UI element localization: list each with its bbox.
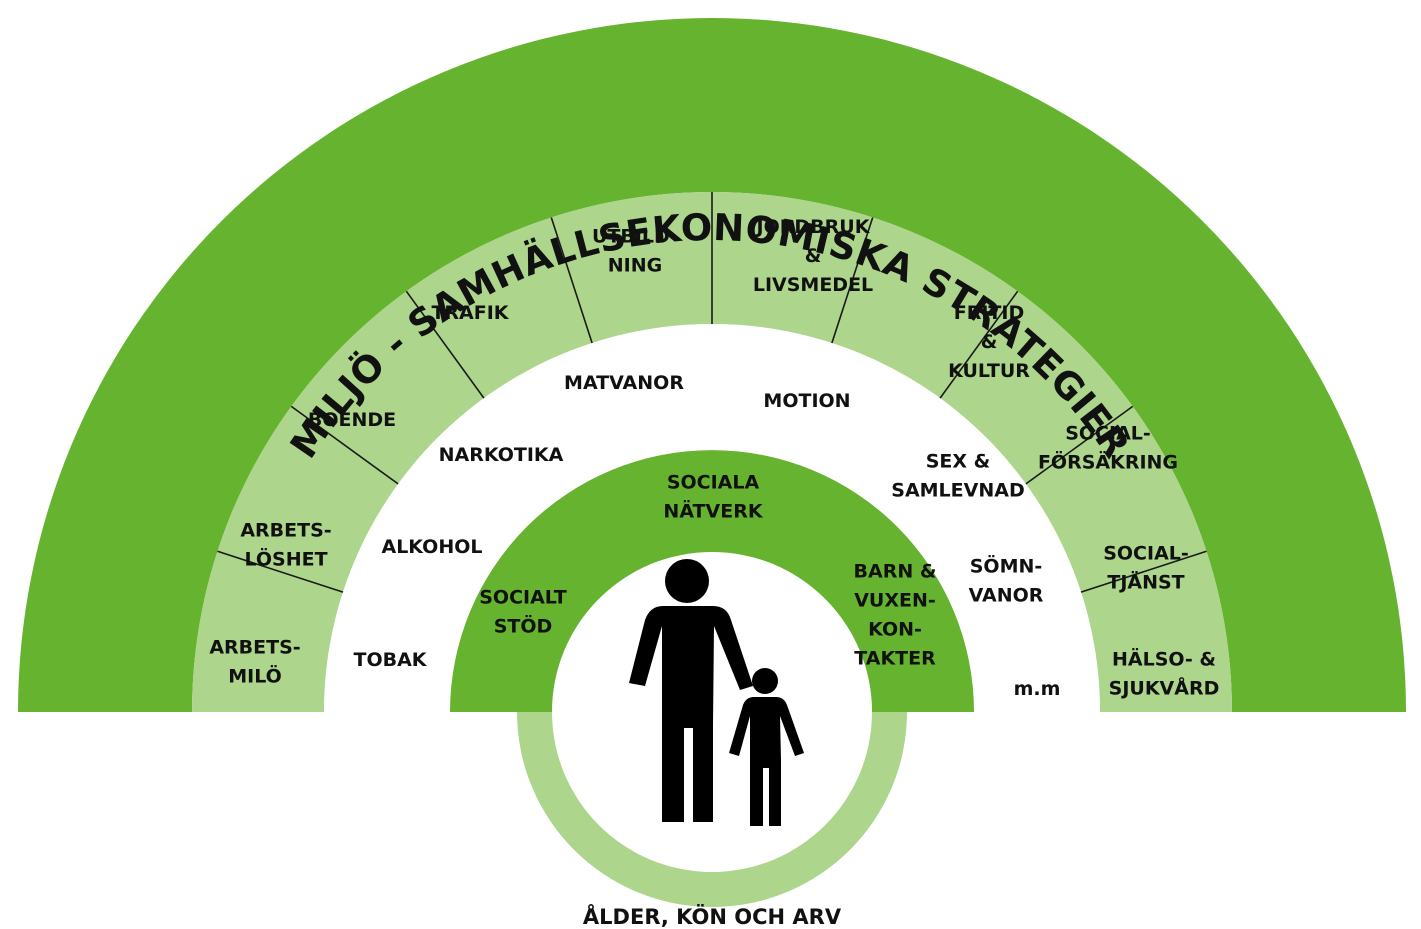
social-factor-label: SOCIALA NÄTVERK: [663, 472, 763, 523]
social-factor-label-line: BARN &: [854, 561, 937, 583]
lifestyle-factor-label: NARKOTIKA: [439, 444, 564, 466]
lifestyle-factor-label-line: SÖMN-: [970, 554, 1043, 578]
sector-divider: [290, 405, 399, 485]
sector-divider: [1025, 405, 1134, 485]
outer-strategy-band: [18, 18, 1406, 712]
environment-sector-label-line: JORDBRUK: [755, 216, 871, 238]
lifestyle-factor-label-line: TOBAK: [353, 649, 427, 671]
environment-sector-label-line: NING: [608, 255, 662, 277]
environment-sector-label: TRAFIK: [431, 302, 509, 324]
environment-sector-label-line: KULTUR: [948, 360, 1030, 382]
lifestyle-factor-label: SEX & SAMLEVNAD: [891, 451, 1024, 502]
environment-sector-label: JORDBRUK & LIVSMEDEL: [753, 216, 873, 296]
environment-sector-label: ARBETS- MILÖ: [209, 637, 300, 688]
lifestyle-factor-label-line: ALKOHOL: [382, 536, 483, 558]
environment-sector-label-line: TRAFIK: [431, 302, 509, 324]
environment-sector-band: [192, 192, 1232, 712]
environment-sector-label-line: MILÖ: [228, 664, 282, 688]
environment-sector-label-line: TJÄNST: [1107, 570, 1184, 594]
environment-sector-label: HÄLSO- & SJUKVÅRD: [1109, 647, 1220, 700]
environment-sector-label-line: ARBETS-: [240, 520, 331, 542]
environment-sector-label: ARBETS- LÖSHET: [240, 520, 331, 571]
environment-sector-label: SOCIAL- TJÄNST: [1103, 543, 1189, 594]
environment-sector-label-line: &: [805, 245, 822, 267]
social-factor-labels: SOCIALT STÖD SOCIALA NÄTVERK BARN & VUXEN- KON…: [479, 472, 936, 670]
environment-sector-label: BOENDE: [308, 409, 396, 431]
lifestyle-factor-label-line: SEX &: [926, 451, 991, 473]
lifestyle-factor-label-line: SAMLEVNAD: [891, 480, 1024, 502]
sector-divider: [405, 290, 485, 399]
environment-sector-label-line: SJUKVÅRD: [1109, 676, 1220, 700]
social-factor-label-line: KON-: [868, 619, 922, 641]
lifestyle-factor-label-line: m.m: [1014, 678, 1061, 700]
environment-sector-label-line: LÖSHET: [244, 547, 327, 571]
social-network-band: [450, 450, 974, 712]
sector-divider: [831, 217, 874, 344]
environment-sector-label-line: SOCIAL-: [1103, 543, 1189, 565]
lifestyle-factor-labels: TOBAK ALKOHOL NARKOTIKA MATVANOR MOTION SEX &…: [353, 372, 1060, 700]
sector-divider: [550, 217, 593, 344]
environment-sector-labels: ARBETS- MILÖ ARBETS- LÖSHET BOENDE TRAFIK UTBI…: [209, 216, 1219, 700]
lifestyle-factor-label-line: NARKOTIKA: [439, 444, 564, 466]
lifestyle-band: [324, 324, 1100, 712]
environment-sector-label-line: LIVSMEDEL: [753, 274, 873, 296]
environment-sector-label: FRITID & KULTUR: [948, 302, 1030, 382]
environment-sector-label-line: &: [981, 331, 998, 353]
social-factor-label: SOCIALT STÖD: [479, 587, 567, 638]
social-factor-label-line: SOCIALA: [667, 472, 760, 494]
lifestyle-factor-label-line: MATVANOR: [564, 372, 684, 394]
lifestyle-factor-label: m.m: [1014, 678, 1061, 700]
social-factor-label-line: SOCIALT: [479, 587, 567, 609]
lifestyle-factor-label: TOBAK: [353, 649, 427, 671]
child-head: [752, 668, 778, 694]
social-factor-label: BARN & VUXEN- KON- TAKTER: [854, 561, 937, 670]
adult-head: [665, 559, 709, 603]
lifestyle-factor-label-line: MOTION: [763, 390, 850, 412]
environment-sector-label-line: UTBILD-: [592, 226, 678, 248]
adult-body: [629, 606, 753, 822]
environment-sector-label-line: SOCIAL-: [1065, 423, 1151, 445]
lifestyle-factor-label-line: VANOR: [969, 585, 1044, 607]
environment-sector-label-line: FRITID: [954, 302, 1024, 324]
social-factor-label-line: TAKTER: [854, 648, 936, 670]
sector-dividers: [217, 192, 1207, 593]
lifestyle-factor-label: SÖMN- VANOR: [969, 554, 1044, 607]
environment-sector-label: SOCIAL- FÖRSÄKRING: [1038, 423, 1178, 474]
lifestyle-factor-label: ALKOHOL: [382, 536, 483, 558]
child-body: [729, 697, 804, 826]
sector-divider: [217, 550, 344, 593]
lifestyle-factor-label: MOTION: [763, 390, 850, 412]
environment-sector-label-line: BOENDE: [308, 409, 396, 431]
environment-sector-label-line: FÖRSÄKRING: [1038, 450, 1178, 474]
sector-divider: [939, 290, 1019, 399]
environment-sector-label-line: ARBETS-: [209, 637, 300, 659]
parent-and-child-icon: [629, 559, 804, 826]
social-factor-label-line: VUXEN-: [854, 590, 936, 612]
environment-sector-label: UTBILD- NING: [592, 226, 678, 277]
lifestyle-factor-label: MATVANOR: [564, 372, 684, 394]
core-label: ÅLDER, KÖN OCH ARV: [583, 904, 842, 929]
social-factor-label-line: STÖD: [494, 614, 553, 638]
sector-divider: [1080, 550, 1207, 593]
environment-sector-label-line: HÄLSO- &: [1112, 647, 1216, 671]
social-factor-label-line: NÄTVERK: [663, 499, 763, 523]
